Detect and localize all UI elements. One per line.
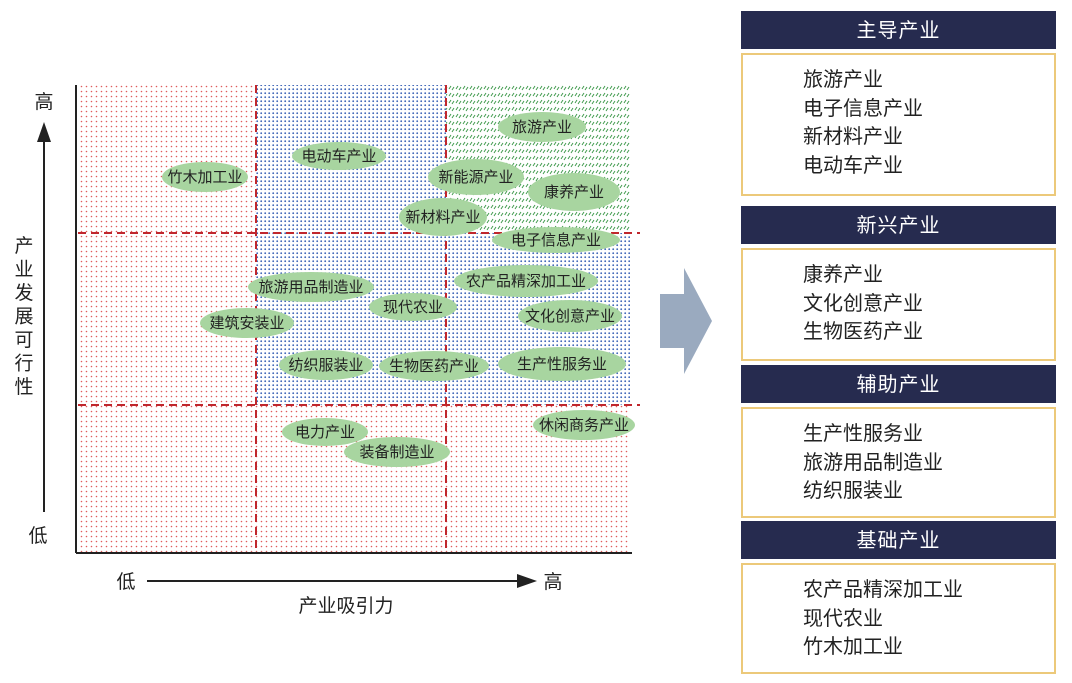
industry-bubbles: 竹木加工业 电动车产业 旅游产业新能源产业康养产业新材料产业电子信息产业旅游用品制造… [162,112,635,467]
industry-bubble-label: 生物医药产业 [389,357,479,375]
industry-bubble [162,162,248,192]
industry-bubble [528,173,620,211]
industry-bubble [379,351,489,381]
industry-bubble [279,350,373,380]
industry-bubble [498,347,626,381]
category-body: 康养产业 文化创意产业 生物医药产业 [741,248,1056,361]
industry-bubble [248,272,374,302]
industry-bubble-label: 纺织服装业 [288,356,363,374]
industry-bubble-label: 生产性服务业 [517,355,607,373]
industry-bubble-label: 旅游产业 [512,118,572,136]
x-axis-high-label: 高 [543,571,562,593]
category-item: 纺织服装业 [803,478,903,502]
category-item: 竹木加工业 [803,634,903,658]
category-title: 主导产业 [741,11,1056,49]
axes: 高 低 低 高 产业发展可行性 产业吸引力 [14,85,632,617]
industry-bubble [282,418,368,446]
industry-bubble-label: 电动车产业 [301,147,376,165]
category-panel-basic: 基础产业 农产品精深加工业 现代农业 竹木加工业 [741,521,1056,674]
industry-bubble-label: 康养产业 [544,183,604,201]
category-panel-auxiliary: 辅助产业 生产性服务业 旅游用品制造业 纺织服装业 [741,365,1056,518]
category-item: 现代农业 [803,605,883,630]
industry-bubble-label: 农产品精深加工业 [466,272,586,290]
transition-arrow [660,268,712,374]
category-panel-leading: 主导产业 旅游产业 电子信息产业 新材料产业 电动车产业 [741,11,1056,196]
industry-bubble-label: 休闲商务产业 [539,416,629,434]
industry-bubble-label: 建筑安装业 [209,314,284,332]
category-item: 旅游用品制造业 [803,449,943,474]
industry-bubble [399,198,487,236]
zone-top-left [78,85,256,233]
industry-bubble-label: 旅游用品制造业 [258,278,363,296]
category-title: 辅助产业 [741,365,1056,403]
industry-matrix-diagram: 高 低 低 高 产业发展可行性 产业吸引力 竹木加工业 电动车产业 旅游产业新能源产… [14,85,640,617]
y-axis-title: 产业发展可行性 [14,235,33,398]
industry-bubble [369,293,457,321]
industry-bubble-label: 竹木加工业 [167,168,242,186]
category-item: 旅游产业 [803,67,883,91]
industry-bubble [200,308,294,338]
x-axis-low-label: 低 [116,571,135,593]
category-item: 农产品精深加工业 [803,577,963,601]
category-body: 生产性服务业 旅游用品制造业 纺织服装业 [741,407,1056,518]
y-axis-high-label: 高 [34,91,53,113]
industry-bubble [292,142,386,170]
industry-bubble-label: 电力产业 [295,423,355,441]
x-arrow-head [517,574,537,588]
category-panel-emerging: 新兴产业 康养产业 文化创意产业 生物医药产业 [741,206,1056,361]
y-axis-low-label: 低 [28,525,47,547]
category-item: 生产性服务业 [803,421,923,445]
industry-bubble [533,410,635,440]
industry-bubble-label: 装备制造业 [359,443,434,461]
category-item: 新材料产业 [803,124,903,148]
industry-bubble [498,112,586,142]
category-item: 电动车产业 [803,152,903,177]
industry-bubble [454,265,598,297]
category-body: 旅游产业 电子信息产业 新材料产业 电动车产业 [741,53,1056,196]
industry-bubble-label: 现代农业 [383,298,443,316]
category-item: 电子信息产业 [803,95,923,120]
category-item: 康养产业 [803,262,883,286]
category-item: 生物医药产业 [803,319,923,343]
industry-bubble [428,159,524,195]
category-body: 农产品精深加工业 现代农业 竹木加工业 [741,563,1056,674]
y-arrow-head [37,122,51,142]
industry-bubble-label: 电子信息产业 [511,231,601,249]
industry-bubble [518,300,622,332]
category-item: 文化创意产业 [803,290,923,315]
category-title: 基础产业 [741,521,1056,559]
zone-bottom-left [78,405,256,552]
category-title: 新兴产业 [741,206,1056,244]
industry-bubble-label: 新材料产业 [405,208,480,226]
industry-bubble-label: 新能源产业 [438,168,513,186]
industry-bubble [492,227,620,253]
x-axis-title: 产业吸引力 [298,595,393,617]
industry-bubble-label: 文化创意产业 [525,307,615,325]
industry-bubble [344,437,450,467]
